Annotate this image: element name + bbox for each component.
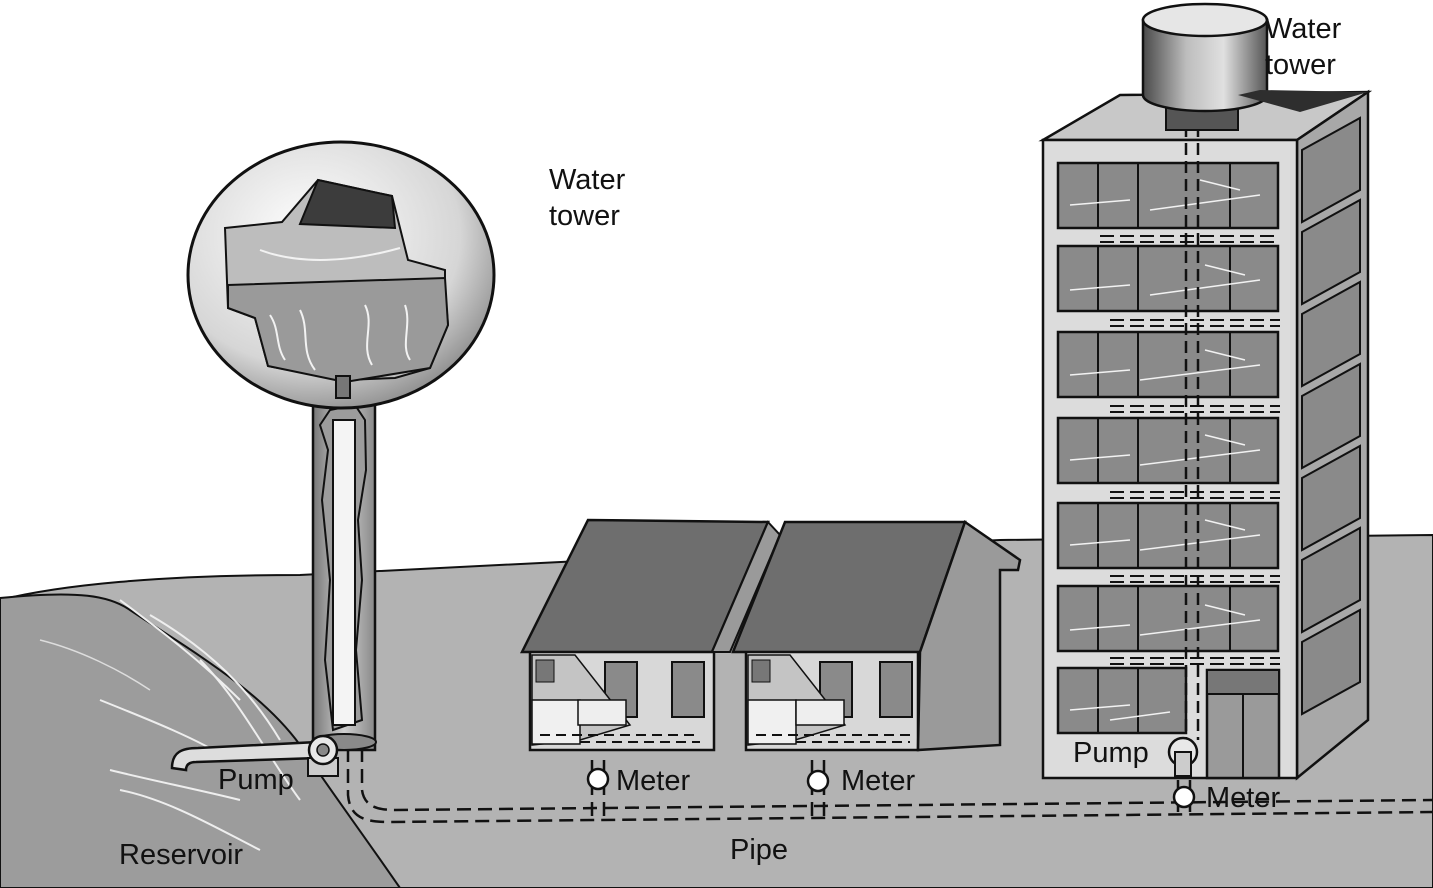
pump-left-label: Pump — [218, 764, 294, 796]
meter-building-label: Meter — [1206, 782, 1281, 814]
water-tower-right — [1141, 2, 1368, 131]
water-tower-left-label-line2: tower — [549, 200, 620, 232]
window — [671, 661, 705, 718]
window-row — [1056, 666, 1188, 735]
pump-right-label: Pump — [1073, 737, 1149, 769]
window-row — [1056, 161, 1280, 230]
water-tower-right-label-line2: tower — [1265, 49, 1336, 81]
meter-house-2 — [806, 769, 830, 793]
window-row — [1056, 330, 1280, 399]
water-tower-right-label-line1: Water — [1265, 13, 1342, 45]
meter-house-1 — [586, 767, 610, 791]
window-row — [1056, 244, 1280, 313]
pipe-label: Pipe — [730, 834, 789, 866]
pump-right — [1167, 736, 1199, 777]
water-tower-left-label-line1: Water — [549, 164, 626, 196]
meter-house-1-label: Meter — [616, 765, 691, 797]
window-row — [1056, 416, 1280, 485]
house-1 — [519, 518, 782, 752]
meter-house-2-label: Meter — [841, 765, 916, 797]
pump-left — [170, 734, 339, 777]
reservoir-label: Reservoir — [119, 839, 244, 871]
water-tower-left-label: Water tower — [549, 162, 625, 234]
water-tower-right-label: Water tower — [1265, 11, 1341, 83]
reservoir-water — [0, 593, 402, 888]
apartment-building — [1038, 2, 1373, 781]
meter-building — [1172, 785, 1196, 809]
window-row — [1056, 501, 1280, 570]
water-tower-left — [186, 140, 496, 752]
house-2 — [731, 520, 1022, 752]
window-row — [1056, 584, 1280, 653]
window — [879, 661, 913, 718]
